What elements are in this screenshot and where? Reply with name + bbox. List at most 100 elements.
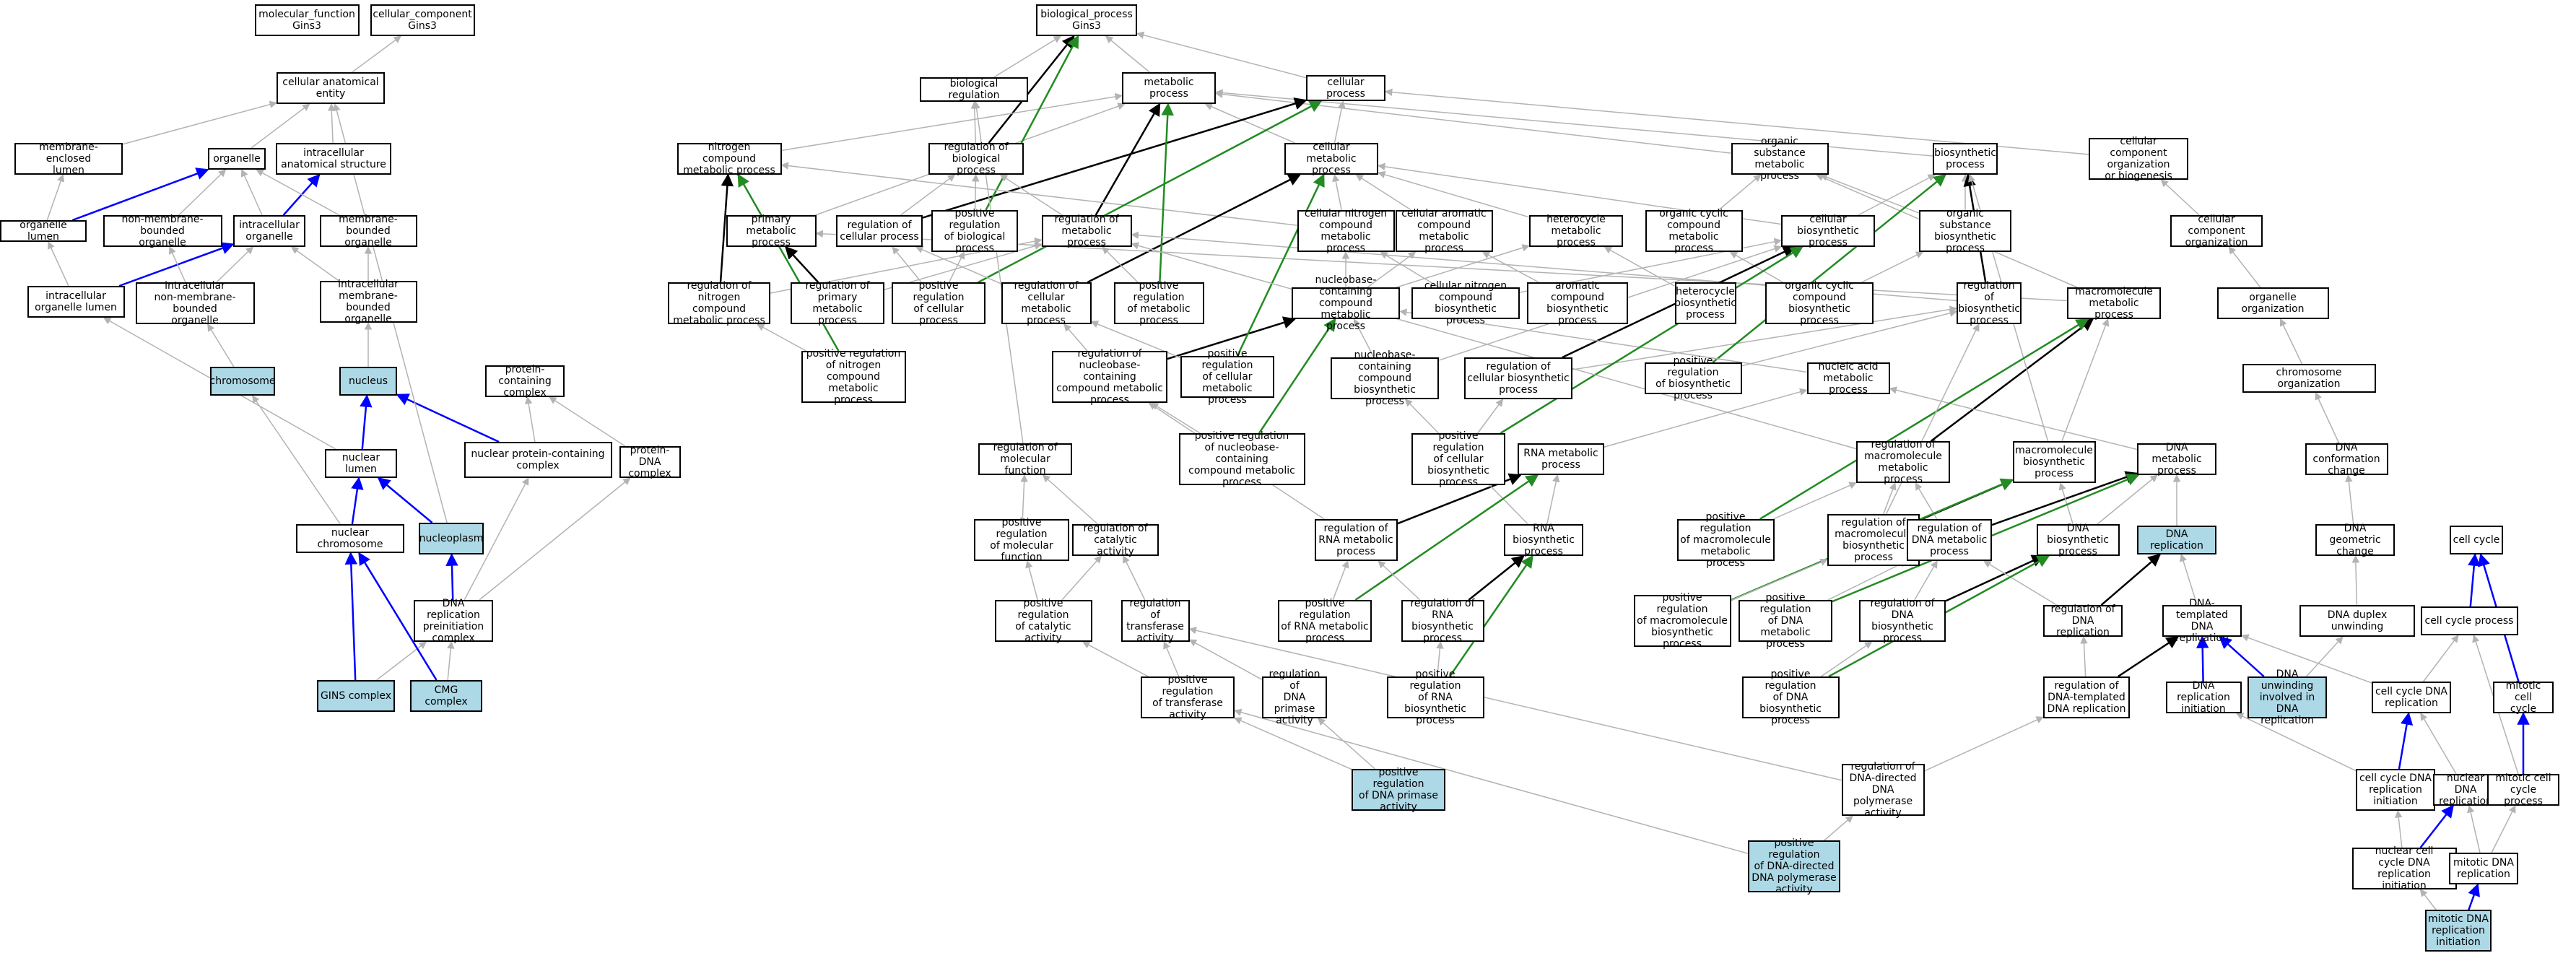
node-rrnabp: regulation of RNA biosynthetic process [1401, 598, 1484, 644]
edge-ol-to-org [71, 167, 209, 222]
edge-prta-to-prca [1082, 641, 1149, 677]
edge-prrnabp-to-rrnabp [1436, 640, 1444, 677]
node-cp: cellular process [1306, 75, 1385, 101]
node-mcc: mitotic cell cycle [2493, 680, 2554, 715]
edge-nplasm-to-nl [377, 476, 433, 523]
edge-drpc-to-nplasm [445, 553, 458, 601]
edge-rpmp-to-pmp [785, 245, 819, 283]
node-prdbp: positive regulation of DNA biosynthetic … [1741, 669, 1840, 726]
node-pcc: protein-containing complex [485, 364, 565, 399]
edge-breg-to-bp [993, 35, 1062, 78]
edge-rbp-to-bp [988, 35, 1075, 144]
node-rnabp: RNA biosynthetic process [1504, 523, 1583, 557]
edge-prca-to-rca [1061, 555, 1102, 601]
node-nmbo: non-membrane-bounded organelle [103, 214, 222, 248]
edge-prcp-to-prbp [948, 251, 965, 283]
edge-prrnamp-to-rnamp [1354, 474, 1539, 601]
edge-gins-to-nchr [344, 552, 358, 681]
node-nccdri: nuclear cell cycle DNA replication initi… [2351, 845, 2457, 892]
edge-nchr-to-nl [351, 476, 364, 525]
node-rbsp: regulation of biosynthetic process [1957, 280, 2022, 326]
edge-prbsp-to-bsp [1712, 173, 1947, 363]
node-namp: nucleic acid metabolic process [1806, 361, 1890, 396]
node-org: organelle [208, 148, 266, 170]
node-prmbp: positive regulation of macromolecule bio… [1633, 592, 1731, 650]
edge-dbp-to-mbp [2058, 482, 2074, 525]
node-bp: biological_process Gins3 [1036, 4, 1137, 36]
node-mp: metabolic process [1122, 72, 1216, 104]
edge-nchr-to-chr [252, 395, 341, 525]
edge-prncbcmp-to-ncbcmp [1258, 318, 1336, 434]
edge-ccdri-to-ccdr [2398, 712, 2414, 770]
edge-ccdri-to-dri [2235, 713, 2357, 772]
edge-nccdri-to-ccdri [2395, 809, 2403, 848]
node-dri: DNA replication initiation [2165, 680, 2242, 715]
node-prcp: positive regulation of cellular process [892, 280, 985, 326]
node-mdr: mitotic DNA replication [2449, 853, 2518, 884]
node-rdtdr: regulation of DNA-templated DNA replicat… [2043, 676, 2130, 718]
edge-dri-to-dtdr [2196, 635, 2209, 682]
edge-iol-to-ol [48, 241, 69, 287]
edge-cmp-to-mp [1204, 103, 1295, 144]
edge-rcmp-to-rcp [915, 245, 1001, 284]
edge-rdpa-to-rta [1188, 639, 1263, 680]
edge-drpc-to-pdc [479, 477, 631, 601]
node-iol: intracellular organelle lumen [27, 286, 125, 318]
node-oo: organelle organization [2216, 287, 2329, 319]
edge-nl-to-nuc [360, 394, 373, 450]
node-hbp: heterocycle biosynthetic process [1674, 282, 1736, 324]
node-rta: regulation of transferase activity [1121, 598, 1190, 644]
edge-prcbp-to-cbp [1500, 245, 1803, 435]
edge-rncbcmp-to-rcmp [1063, 323, 1088, 352]
node-cmg: CMG complex [410, 680, 482, 712]
edge-rdr-to-rdmp [1983, 560, 2058, 606]
edge-rdbp-to-rdmp [1914, 560, 1938, 601]
node-rbp: regulation of biological process [928, 142, 1024, 176]
edge-osbp-to-osmp [1819, 173, 1920, 214]
edge-cmg-to-drpc [447, 640, 455, 681]
node-ccdri: cell cycle DNA replication initiation [2356, 769, 2435, 811]
edge-prbsp-to-rbsp [1741, 309, 1958, 367]
edge-co-to-oo [2279, 318, 2303, 365]
node-drpc: DNA replication preinitiation complex [414, 598, 493, 644]
node-prdmp: positive regulation of DNA metabolic pro… [1739, 592, 1832, 650]
edge-dcc-to-co [2315, 392, 2340, 444]
edge-cp-to-bp [1136, 31, 1307, 79]
node-rmmp: regulation of macromolecule metabolic pr… [1856, 439, 1950, 485]
edge-rcp-to-rbp [900, 174, 956, 216]
edge-prmmp-to-mmp [1759, 318, 2089, 521]
node-rdr: regulation of DNA replication [2043, 604, 2123, 638]
edge-pdc-to-pcc [549, 396, 626, 447]
edge-rdtdr-to-rdr [2080, 635, 2088, 677]
edge-prta-to-rta [1163, 641, 1180, 677]
node-prncmp: positive regulation of nitrogen compound… [801, 348, 906, 406]
node-cco: cellular component organization [2170, 214, 2263, 248]
node-bsp: biosynthetic process [1933, 143, 1998, 175]
edge-rmp-to-mp [1095, 103, 1161, 216]
edge-rddpa-to-rta [1188, 627, 1842, 781]
edge-mp-to-bp [1105, 35, 1150, 73]
node-ncbcbp: nucleobase-containing compound biosynthe… [1331, 349, 1439, 407]
node-dtdr: DNA-templated DNA replication [2162, 598, 2242, 644]
edge-prcbp-to-rcbp [1477, 399, 1504, 434]
node-dcc: DNA conformation change [2305, 442, 2388, 476]
edge-camp-to-cmp [1355, 174, 1412, 211]
edge-rdr-to-dr [2100, 553, 2162, 606]
node-npcc: nuclear protein-containing complex [464, 442, 612, 478]
edge-prdpa-to-prta [1234, 717, 1352, 770]
node-duidr: DNA unwinding involved in DNA replicatio… [2248, 669, 2327, 726]
edge-rncmp-to-ncmp [719, 173, 734, 283]
edge-dgc-to-dcc [2345, 474, 2354, 525]
node-rddpa: regulation of DNA-directed DNA polymeras… [1841, 761, 1925, 819]
node-gins: GINS complex [317, 680, 395, 712]
node-prbsp: positive regulation of biosynthetic proc… [1644, 355, 1742, 401]
node-ddu: DNA duplex unwinding [2299, 605, 2415, 637]
edge-imbo-to-io [290, 246, 339, 282]
edge-cncbp-to-cncmp [1380, 251, 1440, 288]
edge-cmg-to-nchr [358, 552, 438, 681]
node-camp: cellular aromatic compound metabolic pro… [1395, 208, 1493, 254]
edge-ccp-to-cc2 [2468, 553, 2481, 607]
edge-nccdri-to-ndr [2419, 804, 2454, 848]
edge-prca-to-prmf [1025, 560, 1038, 601]
node-rdmp: regulation of DNA metabolic process [1907, 519, 1992, 561]
